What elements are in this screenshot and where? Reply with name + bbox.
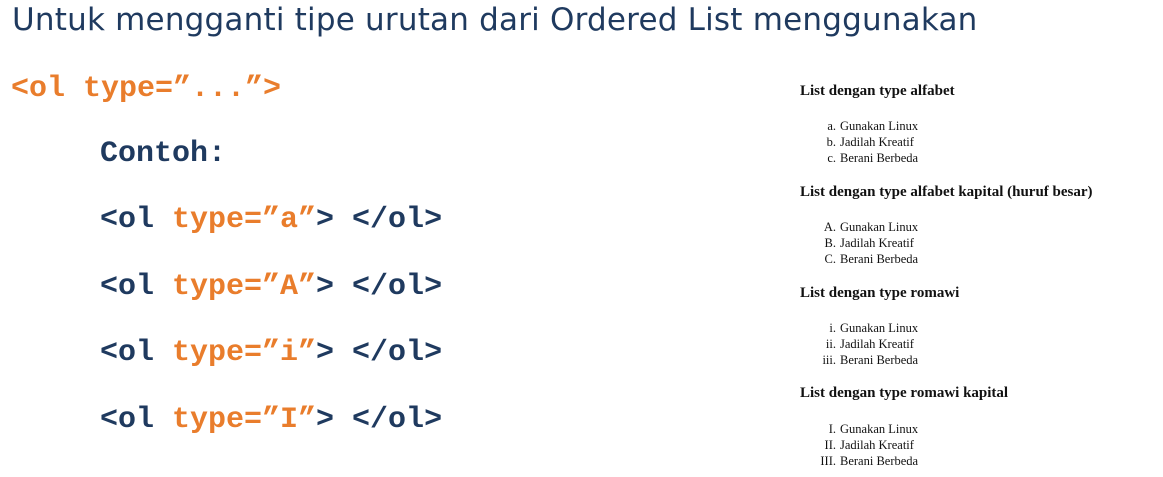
code-open-tag: <ol xyxy=(100,336,173,370)
list-marker: II. xyxy=(824,438,836,452)
list-item-text: Jadilah Kreatif xyxy=(840,135,914,149)
code-open-tag: <ol xyxy=(100,403,173,437)
list-marker: A. xyxy=(823,220,836,234)
list-item-text: Jadilah Kreatif xyxy=(840,337,914,351)
list-item: II. Jadilah Kreatif xyxy=(800,437,914,453)
list-item: A. Gunakan Linux xyxy=(800,219,918,235)
list-item-text: Berani Berbeda xyxy=(840,353,919,367)
example-code-A: <ol type=”A”> </ol> xyxy=(100,270,442,304)
code-close-tag: > </ol> xyxy=(316,270,443,304)
list-marker: c. xyxy=(827,151,836,165)
section-title-romawi-kapital: List dengan type romawi kapital xyxy=(800,385,1009,401)
code-open-tag: <ol xyxy=(100,203,173,237)
list-marker: ii. xyxy=(825,337,836,351)
list-item-text: Jadilah Kreatif xyxy=(840,236,914,250)
example-code-i: <ol type=”i”> </ol> xyxy=(100,336,442,370)
list-item: i. Gunakan Linux xyxy=(800,320,918,336)
list-marker: iii. xyxy=(822,353,836,367)
list-item-text: Berani Berbeda xyxy=(840,151,919,165)
list-item-text: Berani Berbeda xyxy=(840,454,919,468)
list-item: C. Berani Berbeda xyxy=(800,251,919,267)
list-marker: b. xyxy=(826,135,836,149)
section-title-alfabet: List dengan type alfabet xyxy=(800,83,955,99)
list-item: I. Gunakan Linux xyxy=(800,421,918,437)
list-marker: B. xyxy=(824,236,836,250)
code-close-tag: > </ol> xyxy=(316,203,443,237)
list-marker: a. xyxy=(827,119,836,133)
list-marker: C. xyxy=(824,252,836,266)
code-close-tag: > </ol> xyxy=(316,336,443,370)
example-code-a: <ol type=”a”> </ol> xyxy=(100,203,442,237)
list-item: b. Jadilah Kreatif xyxy=(800,134,914,150)
list-marker: III. xyxy=(820,454,836,468)
code-close-tag: > </ol> xyxy=(316,403,443,437)
example-code-I: <ol type=”I”> </ol> xyxy=(100,403,442,437)
list-marker: I. xyxy=(828,422,836,436)
code-type-attr: type=”A” xyxy=(172,270,317,304)
list-marker: i. xyxy=(829,321,836,335)
list-item-text: Gunakan Linux xyxy=(840,422,919,436)
code-open-tag: <ol xyxy=(100,270,173,304)
list-item-text: Gunakan Linux xyxy=(840,220,919,234)
code-type-attr: type=”a” xyxy=(172,203,317,237)
list-item: iii. Berani Berbeda xyxy=(800,352,918,368)
list-item-text: Berani Berbeda xyxy=(840,252,919,266)
section-title-romawi: List dengan type romawi xyxy=(800,285,960,301)
list-item-text: Jadilah Kreatif xyxy=(840,438,914,452)
code-type-attr: type=”I” xyxy=(172,403,317,437)
list-item: a. Gunakan Linux xyxy=(800,118,918,134)
syntax-code: <ol type=”...”> xyxy=(11,72,282,106)
page-title: Untuk mengganti tipe urutan dari Ordered… xyxy=(12,2,978,38)
list-item: c. Berani Berbeda xyxy=(800,150,918,166)
list-item: B. Jadilah Kreatif xyxy=(800,235,914,251)
list-item: III. Berani Berbeda xyxy=(800,453,918,469)
code-type-attr: type=”i” xyxy=(172,336,317,370)
list-item: ii. Jadilah Kreatif xyxy=(800,336,914,352)
section-title-alfabet-kapital: List dengan type alfabet kapital (huruf … xyxy=(800,184,1093,200)
list-item-text: Gunakan Linux xyxy=(840,119,919,133)
contoh-label: Contoh: xyxy=(100,137,227,171)
list-item-text: Gunakan Linux xyxy=(840,321,919,335)
